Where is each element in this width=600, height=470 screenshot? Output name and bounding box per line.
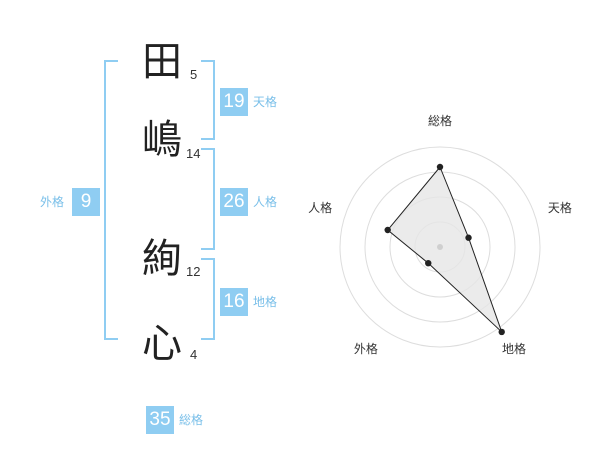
radar-axis-label-5: 人格 <box>308 200 332 215</box>
name-char-3: 絢 <box>142 236 182 282</box>
chikaku-label: 地格 <box>253 295 278 309</box>
jinkaku-bracket <box>201 148 215 250</box>
soukaku-label: 総格 <box>179 413 204 427</box>
chikaku-value-badge: 16 <box>220 288 248 316</box>
radar-ring-4 <box>339 146 541 348</box>
name-char-2: 嶋 <box>142 117 182 163</box>
gaikaku-bracket <box>104 60 118 340</box>
radar-point-5 <box>384 226 391 234</box>
tenkaku-label: 天格 <box>253 95 278 109</box>
radar-polygon <box>386 166 503 333</box>
radar-center-dot <box>437 244 443 250</box>
jinkaku-label: 人格 <box>253 195 278 209</box>
chikaku-bracket <box>201 258 215 340</box>
gaikaku-label: 外格 <box>40 195 65 209</box>
stroke-count-3: 12 <box>186 264 201 279</box>
name-char-4: 心 <box>142 321 182 367</box>
stroke-count-2: 14 <box>186 146 201 161</box>
name-char-1: 田 <box>142 39 182 85</box>
stroke-count-4: 4 <box>190 347 198 362</box>
radar-point-4 <box>425 259 432 267</box>
tenkaku-bracket <box>201 60 215 140</box>
jinkaku-value-badge: 26 <box>220 188 248 216</box>
radar-axis-label-4: 外格 <box>354 341 378 356</box>
radar-axis-label-2: 天格 <box>548 200 572 215</box>
radar-point-1 <box>436 163 444 171</box>
radar-axis-label-3: 地格 <box>502 341 526 356</box>
gaikaku-value-badge: 9 <box>72 188 100 216</box>
tenkaku-value-badge: 19 <box>220 88 248 116</box>
radar-point-3 <box>498 328 505 336</box>
stroke-count-1: 5 <box>190 67 198 82</box>
soukaku-value-badge: 35 <box>146 406 174 434</box>
radar-axis-label-1: 総格 <box>428 113 452 128</box>
radar-point-2 <box>465 234 472 241</box>
